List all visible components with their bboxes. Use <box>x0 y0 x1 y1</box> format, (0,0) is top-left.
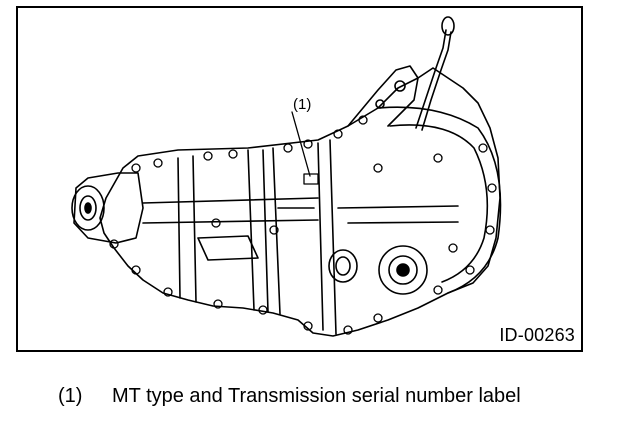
output-flange <box>71 185 105 231</box>
bell-housing <box>377 106 502 294</box>
input-shaft-seal <box>378 245 428 295</box>
bolts <box>109 115 497 335</box>
rear-extension <box>73 172 144 244</box>
dipstick-tube <box>415 29 447 129</box>
figure-id: ID-00263 <box>499 325 575 345</box>
callout-leader <box>291 111 311 177</box>
legend: (1) MT type and Transmission serial numbe… <box>58 385 521 408</box>
legend-number: (1) <box>58 385 83 407</box>
figure-frame: (1) ID-00263 <box>16 6 583 352</box>
callout-label: (1) <box>293 96 312 113</box>
legend-text: MT type and Transmission serial number l… <box>112 385 521 407</box>
shift-bracket <box>347 65 419 127</box>
transmission-drawing <box>71 16 502 337</box>
